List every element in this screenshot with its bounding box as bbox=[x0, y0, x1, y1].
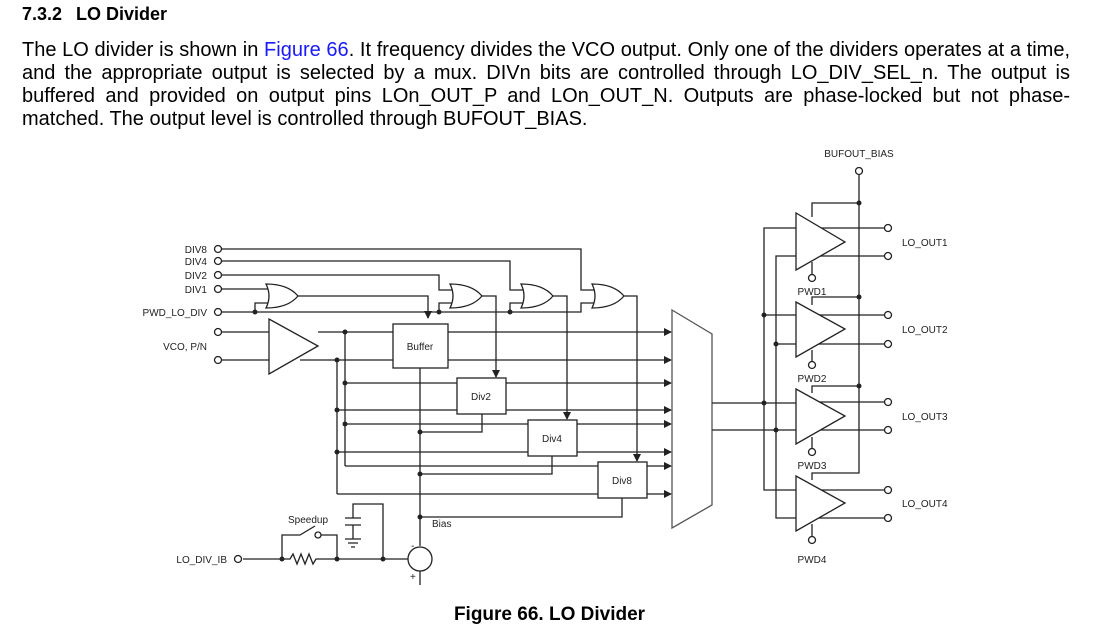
input-pins: DIV8 DIV4 DIV2 DIV1 PWD_LO_DIV VCO, P/N … bbox=[143, 244, 243, 566]
div4-block: Div4 bbox=[527, 419, 578, 457]
control-wires bbox=[222, 248, 641, 462]
or-gate-2 bbox=[448, 283, 483, 309]
div8-label: DIV8 bbox=[185, 245, 208, 256]
div8-block: Div8 bbox=[597, 461, 648, 499]
svg-text:Div2: Div2 bbox=[471, 392, 491, 403]
div4-label: DIV4 bbox=[185, 257, 208, 268]
body-paragraph: The LO divider is shown in Figure 66. It… bbox=[22, 39, 1070, 131]
output-buffer-3 bbox=[795, 387, 893, 457]
div1-label: DIV1 bbox=[185, 285, 208, 296]
pwd2-label: PWD2 bbox=[798, 374, 827, 385]
svg-text:Div4: Div4 bbox=[542, 434, 562, 445]
signal-buses bbox=[222, 328, 672, 498]
buffer-block: Buffer bbox=[392, 323, 449, 369]
output-buffer-2 bbox=[795, 300, 893, 370]
section-heading: 7.3.2 LO Divider bbox=[22, 4, 167, 25]
pwd-lo-div-label: PWD_LO_DIV bbox=[143, 308, 208, 319]
bias-label: Bias bbox=[432, 519, 451, 530]
mux bbox=[671, 308, 713, 530]
or-gates bbox=[264, 283, 625, 309]
speedup-label: Speedup bbox=[288, 515, 328, 526]
pwd1-label: PWD1 bbox=[798, 287, 827, 298]
vco-label: VCO, P/N bbox=[163, 342, 207, 353]
bias-network: - + Bias Speedup bbox=[243, 368, 623, 585]
paragraph-text: . It frequency divides the VCO output. O… bbox=[22, 39, 1070, 130]
or-gate-1 bbox=[264, 283, 299, 309]
lo-out1-label: LO_OUT1 bbox=[902, 238, 948, 249]
bufout-bias-label: BUFOUT_BIAS bbox=[824, 149, 894, 160]
section-title: LO Divider bbox=[76, 4, 168, 24]
div2-label: DIV2 bbox=[185, 271, 208, 282]
svg-text:Buffer: Buffer bbox=[407, 342, 434, 353]
pwd4-label: PWD4 bbox=[798, 555, 827, 566]
svg-text:Div8: Div8 bbox=[612, 476, 632, 487]
lo-out2-label: LO_OUT2 bbox=[902, 325, 948, 336]
or-gate-3 bbox=[519, 283, 554, 309]
figure-link[interactable]: Figure 66 bbox=[264, 39, 349, 61]
vco-buffer-amplifier bbox=[268, 317, 320, 376]
paragraph-text: The LO divider is shown in bbox=[22, 39, 265, 61]
pwd3-label: PWD3 bbox=[798, 461, 827, 472]
lo-div-ib-label: LO_DIV_IB bbox=[176, 555, 227, 566]
lo-out4-label: LO_OUT4 bbox=[902, 499, 948, 510]
plus-label: + bbox=[410, 572, 416, 583]
section-number: 7.3.2 bbox=[22, 4, 63, 24]
div2-block: Div2 bbox=[456, 377, 507, 415]
lo-divider-diagram: - + Bias Speedup Buffer Div2 Div4 Div8 D… bbox=[143, 149, 948, 585]
figure-caption: Figure 66. LO Divider bbox=[453, 604, 646, 625]
output-buffer-4 bbox=[795, 474, 893, 545]
minus-label: - bbox=[411, 541, 414, 552]
output-stage: BUFOUT_BIAS LO_OUT1 LO_OUT2 LO_OUT3 LO_O… bbox=[712, 149, 948, 566]
lo-out3-label: LO_OUT3 bbox=[902, 412, 948, 423]
output-buffer-1 bbox=[795, 211, 893, 283]
or-gate-4 bbox=[590, 283, 625, 309]
